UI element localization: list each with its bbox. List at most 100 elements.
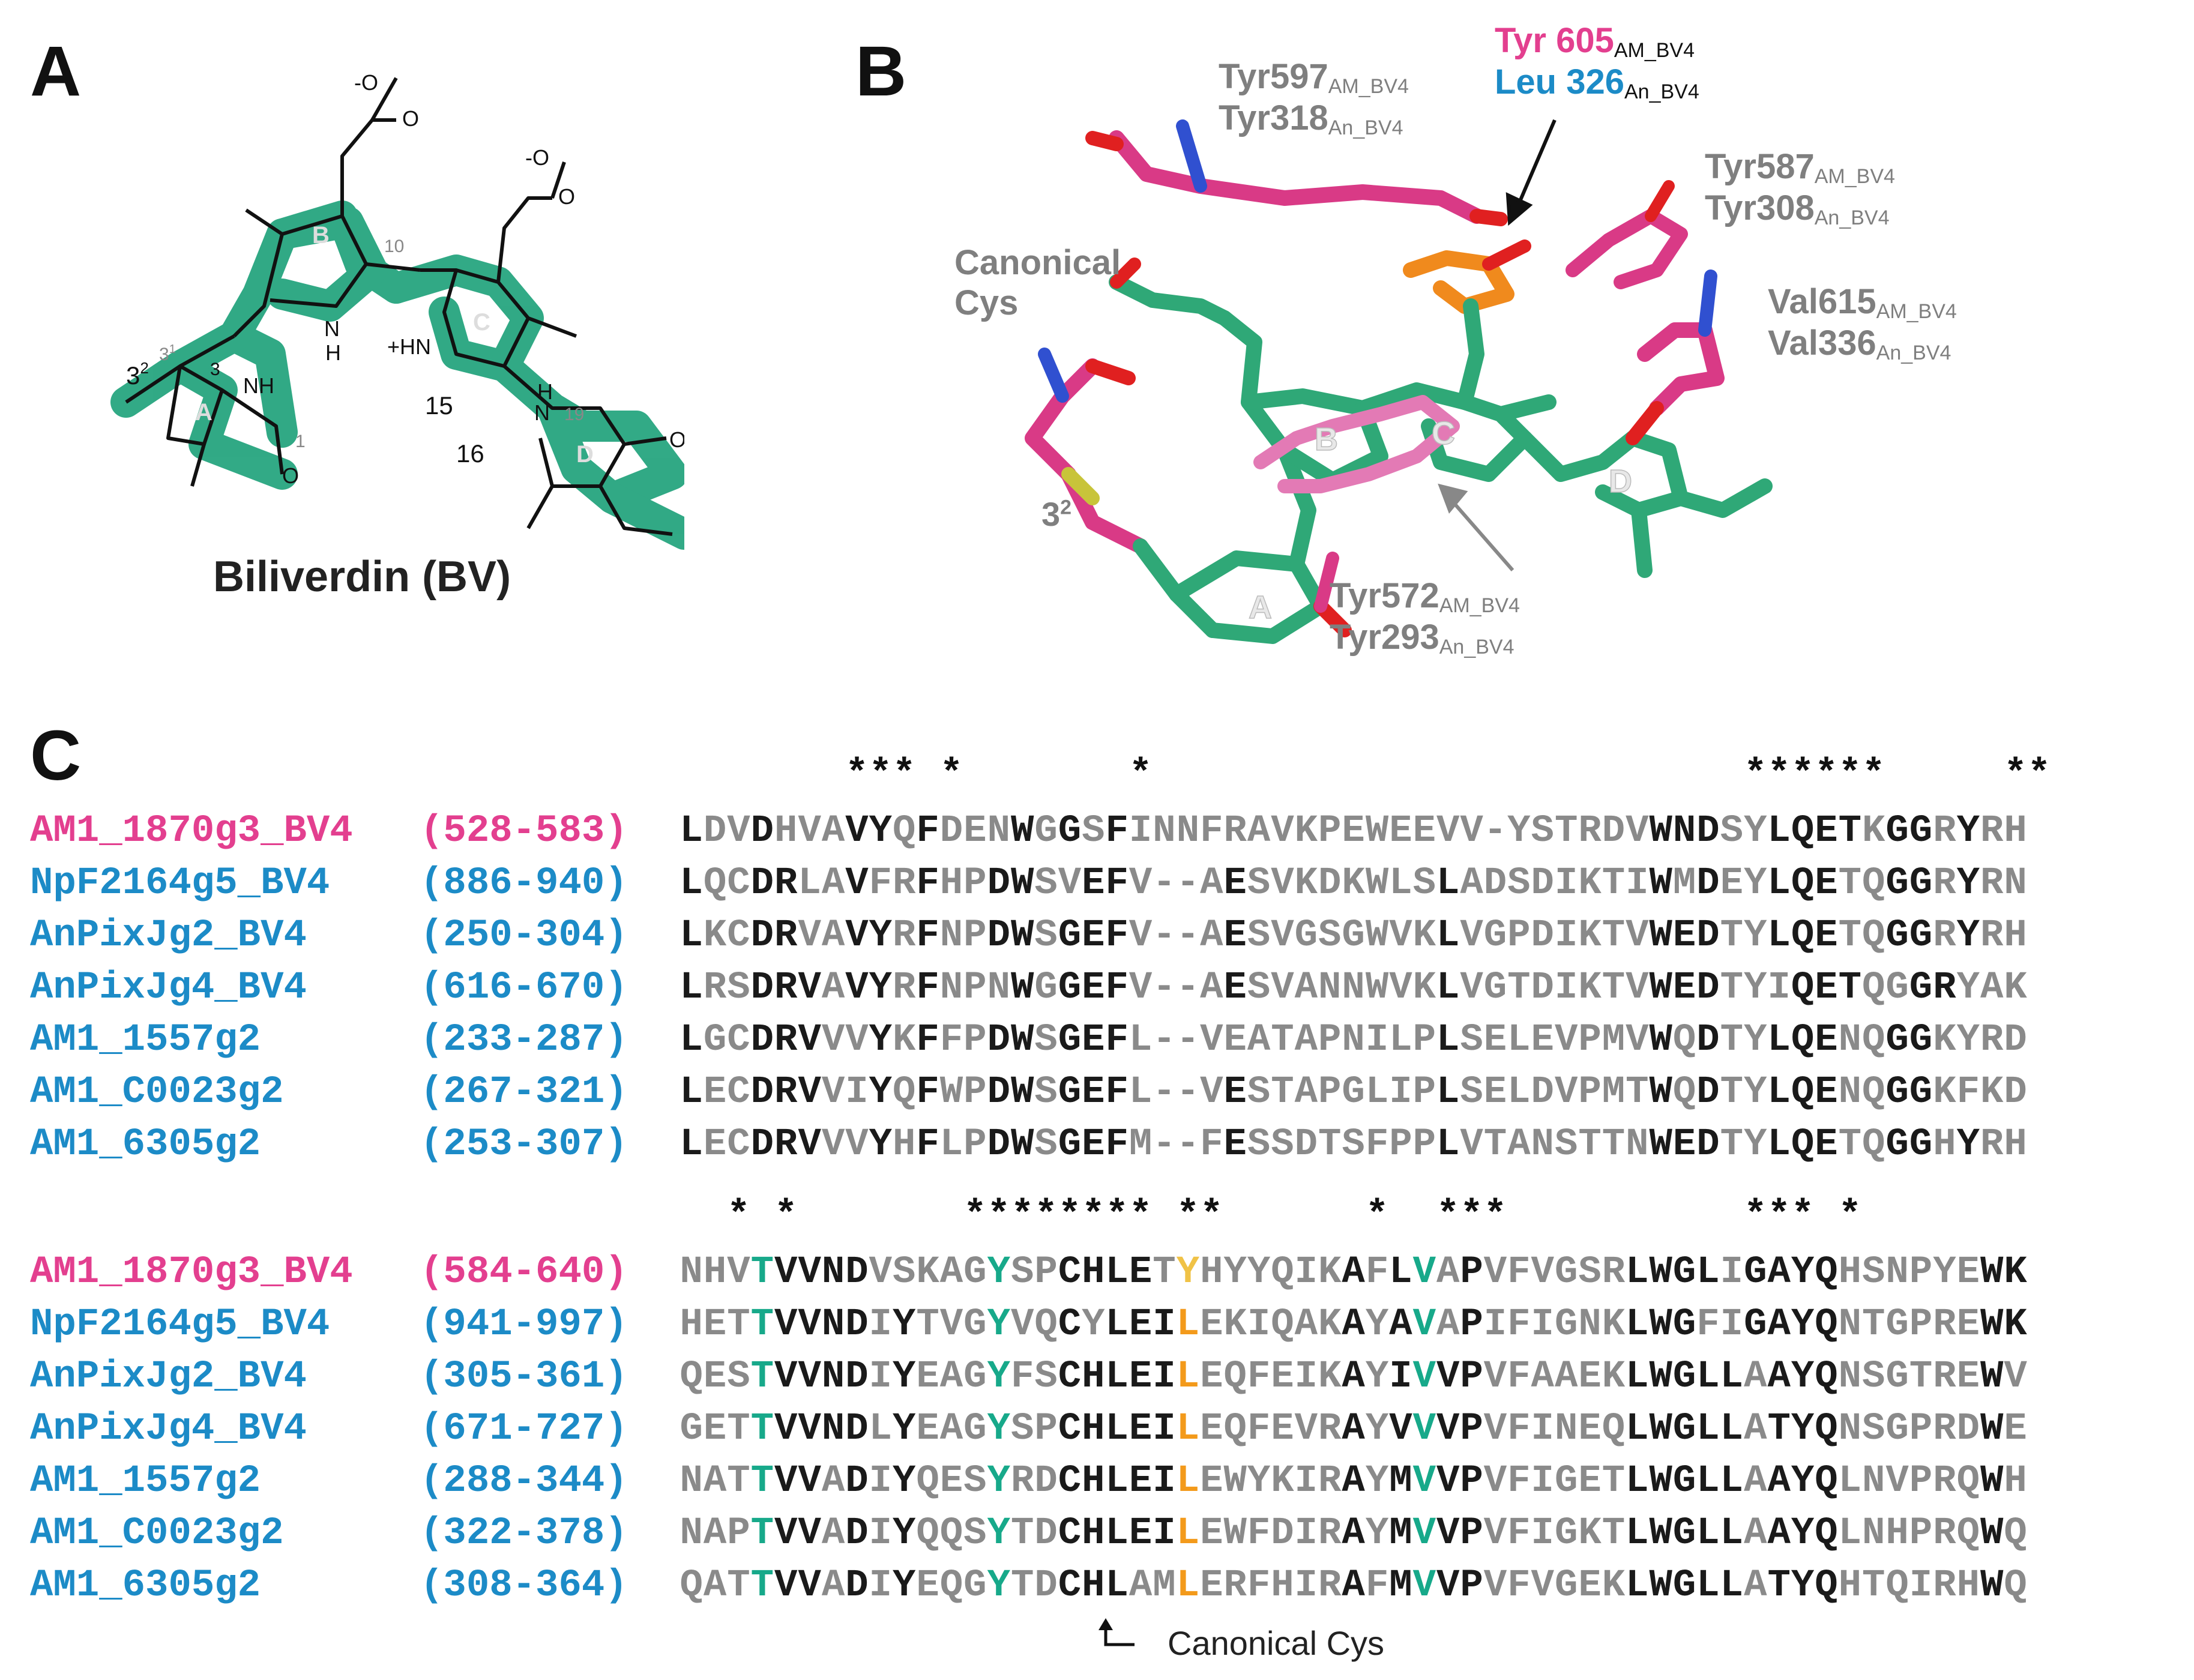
- residue: H: [893, 1123, 916, 1166]
- residue: L: [1105, 1355, 1129, 1398]
- residue: G: [1058, 1019, 1082, 1062]
- bv-ring-d-methyl: [1631, 502, 1653, 578]
- residue: Q: [1956, 1460, 1980, 1503]
- sequence-range: (305-361): [420, 1355, 628, 1398]
- bv-ring-c-propionate: [1457, 298, 1484, 410]
- residue: Y: [893, 1355, 916, 1398]
- residue: T: [1862, 1303, 1885, 1346]
- residue: K: [1318, 1355, 1342, 1398]
- residue: A: [1767, 1251, 1791, 1294]
- residue: A: [1247, 1019, 1271, 1062]
- residue: -: [1176, 966, 1200, 1010]
- residue: E: [1815, 1019, 1838, 1062]
- residue: Q: [1223, 1408, 1247, 1451]
- residue: R: [1318, 1408, 1342, 1451]
- residue: T: [1153, 1251, 1176, 1294]
- residue: E: [1223, 1019, 1247, 1062]
- residue: V: [1412, 1512, 1436, 1555]
- residue: Y: [869, 1019, 893, 1062]
- sequence-row: LDVDHVAVYQFDENWGGSFINNFRAVKPEWEEVV-YSTRD…: [680, 805, 2027, 858]
- residue: K: [2004, 966, 2027, 1010]
- residue: P: [1578, 1019, 1602, 1062]
- residue: L: [1436, 1071, 1460, 1114]
- residue: V: [798, 1355, 821, 1398]
- conservation-stars-block1: *** * * ****** **: [845, 753, 2051, 796]
- residue: I: [1554, 862, 1578, 905]
- residue: W: [1649, 966, 1672, 1010]
- residue: G: [1909, 810, 1933, 853]
- chromophore-pocket-render: A B C D: [1025, 119, 1773, 644]
- residue-label-val615: Val615AM_BV4 Val336An_BV4: [1768, 282, 1957, 365]
- residue: A: [1247, 810, 1271, 853]
- residue: K: [1578, 966, 1602, 1010]
- residue: D: [939, 810, 963, 853]
- residue: E: [1082, 1019, 1105, 1062]
- residue: C: [727, 862, 750, 905]
- residue: Y: [987, 1564, 1010, 1607]
- residue: H: [2004, 914, 2027, 957]
- residue: N: [1672, 810, 1696, 853]
- residue: P: [1412, 1019, 1436, 1062]
- residue: F: [1010, 1355, 1034, 1398]
- residue: E: [1223, 1071, 1247, 1114]
- residue: H: [1082, 1512, 1105, 1555]
- sequence-row: QESTVVNDIYEAGYFSCHLEILEQFEIKAYIVVPVFAAEK…: [680, 1351, 2027, 1403]
- residue: W: [1223, 1512, 1247, 1555]
- residue: A: [1767, 1355, 1791, 1398]
- residue: E: [1271, 1408, 1294, 1451]
- residue: N: [1838, 1019, 1862, 1062]
- residue: K: [1602, 1564, 1626, 1607]
- residue: W: [1649, 1512, 1672, 1555]
- sequence-row: LECDRVVVYHFLPDWSGEFM--FESSDTSFPPLVTANSTT…: [680, 1119, 2027, 1171]
- residue: F: [1507, 1251, 1531, 1294]
- sequence-name: AnPixJg2_BV4: [30, 1355, 307, 1398]
- residue: A: [1744, 1355, 1767, 1398]
- residue: P: [1909, 1303, 1933, 1346]
- sequence-name: AM1_1557g2: [30, 1019, 261, 1062]
- residue: T: [727, 1460, 750, 1503]
- residue: T: [1909, 1355, 1933, 1398]
- residue: Q: [1815, 1408, 1838, 1451]
- residue: Y: [1791, 1355, 1815, 1398]
- residue: F: [939, 1019, 963, 1062]
- residue: V: [1200, 1019, 1223, 1062]
- residue: N: [1342, 966, 1365, 1010]
- residue: Q: [916, 1512, 939, 1555]
- residue: G: [1885, 810, 1909, 853]
- sequence-name: NpF2164g5_BV4: [30, 862, 330, 905]
- residue: L: [680, 1019, 703, 1062]
- residue: Q: [1791, 1019, 1815, 1062]
- residue: V: [774, 1512, 798, 1555]
- residue: K: [1980, 1071, 2004, 1114]
- residue: L: [680, 914, 703, 957]
- residue: E: [703, 1408, 727, 1451]
- residue: F: [1105, 810, 1129, 853]
- residue: F: [1200, 810, 1223, 853]
- residue: A: [1744, 1460, 1767, 1503]
- residue: G: [1342, 914, 1365, 957]
- residue: Y: [1247, 1460, 1271, 1503]
- atom-n-d: N: [534, 400, 550, 425]
- residue: V: [1483, 1355, 1507, 1398]
- residue: Y: [1791, 1303, 1815, 1346]
- residue: C: [727, 914, 750, 957]
- residue: Y: [869, 810, 893, 853]
- residue: V: [1531, 1564, 1554, 1607]
- residue: G: [1909, 1019, 1933, 1062]
- residue: D: [845, 1408, 869, 1451]
- residue: L: [1129, 1019, 1153, 1062]
- residue: L: [1389, 862, 1412, 905]
- sequence-ranges-block1: (528-583)(886-940)(250-304)(616-670)(233…: [420, 805, 628, 1171]
- residue: A: [1436, 1251, 1460, 1294]
- biliverdin-structure: B A C D 32 31 3 1 10 15 16 19 NH N H +HN…: [110, 70, 684, 550]
- residue: E: [1223, 1123, 1247, 1166]
- residue: A: [1767, 1512, 1791, 1555]
- residue: N: [1838, 1355, 1862, 1398]
- residue: F: [1105, 914, 1129, 957]
- residue: V: [845, 1019, 869, 1062]
- residue: E: [1082, 1123, 1105, 1166]
- pocket-ring-d: D: [1609, 463, 1632, 499]
- residue: T: [1602, 1460, 1626, 1503]
